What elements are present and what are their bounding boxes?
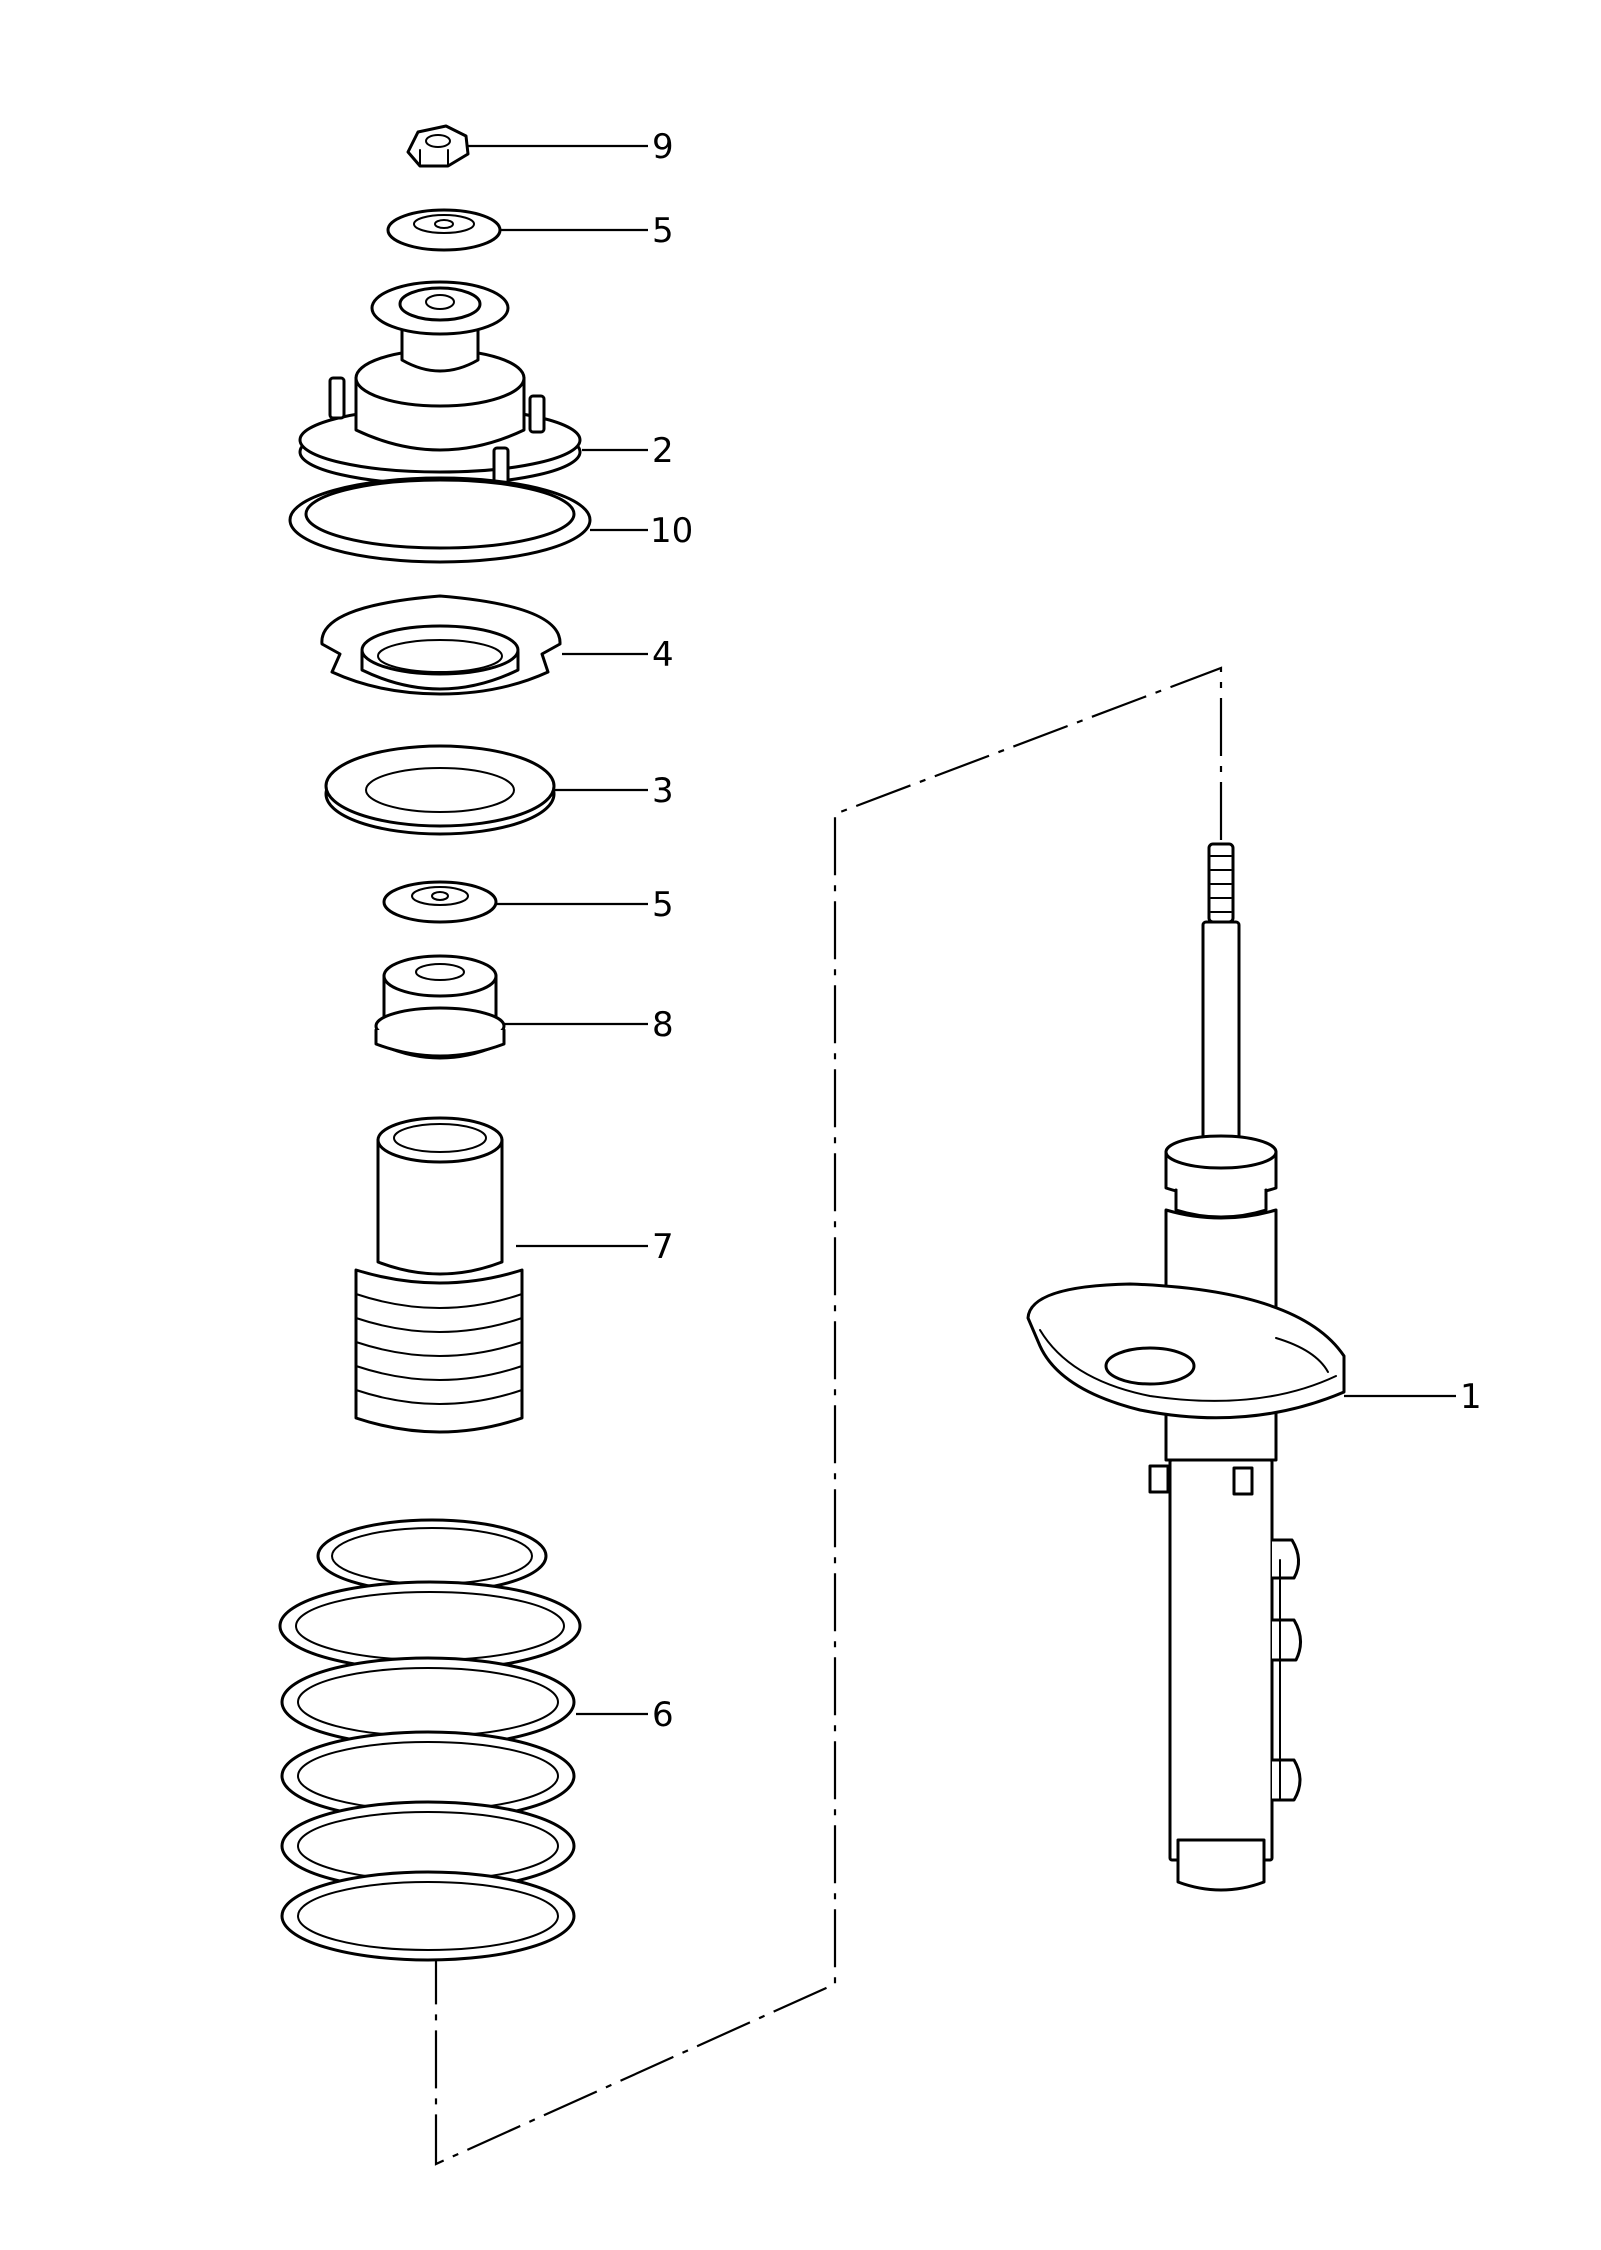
- callout-9: 9: [652, 127, 674, 167]
- callout-2: 2: [652, 431, 674, 471]
- bearing-ring-part: [324, 744, 556, 836]
- callout-3: 3: [652, 771, 674, 811]
- callout-5-top: 5: [652, 211, 674, 251]
- bump-stop-part: [374, 954, 506, 1060]
- leader-lines: [468, 144, 1456, 1716]
- callout-4: 4: [652, 635, 674, 675]
- callout-10: 10: [650, 511, 693, 551]
- nut-part: [406, 124, 470, 168]
- washer-top-part: [386, 208, 502, 252]
- gasket-part: [288, 476, 592, 564]
- washer-lower-part: [382, 880, 498, 924]
- shock-absorber-part: [1026, 842, 1346, 1892]
- strut-mount-part: [298, 280, 582, 488]
- callout-1: 1: [1460, 1377, 1482, 1417]
- callout-5-lower: 5: [652, 885, 674, 925]
- callout-8: 8: [652, 1005, 674, 1045]
- coil-spring-part: [278, 1518, 582, 1962]
- alignment-dash-line: [434, 666, 1223, 2166]
- spring-seat-part: [320, 594, 562, 696]
- callout-6: 6: [652, 1695, 674, 1735]
- callout-7: 7: [652, 1227, 674, 1267]
- dust-boot-part: [354, 1116, 524, 1434]
